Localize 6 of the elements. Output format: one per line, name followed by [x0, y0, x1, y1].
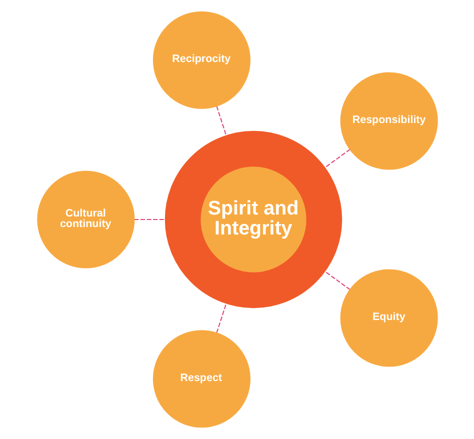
node-circle: Equity	[340, 269, 438, 367]
node-circle: Respect	[152, 330, 250, 428]
node-circle: Cultural continuity	[36, 170, 134, 268]
node-circle: Reciprocity	[152, 11, 250, 109]
node-circle: Spirit and Integrity	[164, 130, 342, 308]
node-circle: Responsibility	[340, 72, 438, 170]
